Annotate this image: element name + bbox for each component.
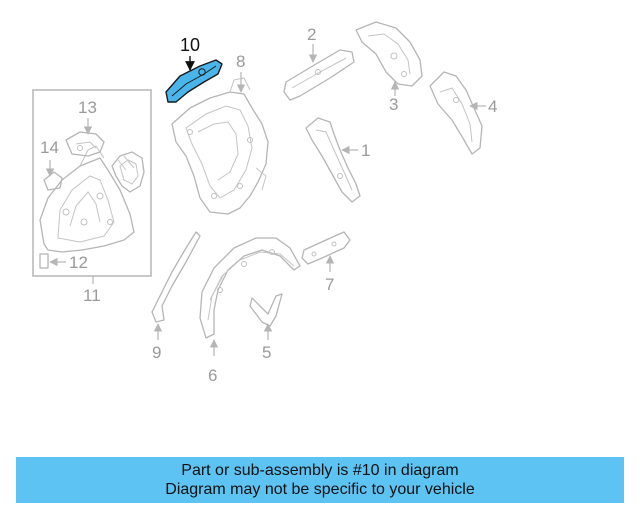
part-1-pillar bbox=[305, 117, 361, 203]
wheel-arch-part bbox=[111, 151, 145, 193]
wheelhouse-assembly-group: 13 14 12 11 bbox=[32, 89, 152, 305]
part-4-panel bbox=[429, 71, 483, 155]
callout-2: 2 bbox=[307, 25, 316, 44]
callout-3: 3 bbox=[389, 95, 398, 114]
callout-7: 7 bbox=[325, 275, 334, 294]
part-7-group: 7 bbox=[301, 231, 351, 294]
part-1-group: 1 bbox=[305, 117, 370, 203]
quarter-inner-panel bbox=[171, 91, 269, 215]
callout-8: 8 bbox=[236, 52, 245, 71]
callout-14: 14 bbox=[40, 138, 59, 157]
part-3-group: 3 bbox=[355, 21, 423, 114]
part-10-shape bbox=[165, 59, 223, 103]
callout-6: 6 bbox=[208, 366, 217, 385]
part-9-strip bbox=[151, 231, 201, 323]
part-6-group: 6 bbox=[199, 237, 301, 385]
callout-9: 9 bbox=[152, 343, 161, 362]
part-13-bracket bbox=[65, 131, 105, 157]
assembly-box bbox=[32, 89, 152, 277]
callout-10: 10 bbox=[180, 35, 200, 55]
part-2-rail bbox=[283, 49, 355, 101]
quarter-inner-panel-group: 8 bbox=[171, 52, 269, 215]
part-14-bracket bbox=[43, 171, 63, 191]
parts-diagram: 13 14 12 11 10 8 2 bbox=[32, 21, 497, 385]
part-6-wheelhouse bbox=[199, 237, 301, 339]
part-5-group: 5 bbox=[249, 293, 283, 362]
callout-13: 13 bbox=[78, 98, 97, 117]
callout-4: 4 bbox=[488, 97, 497, 116]
part-7-bracket bbox=[301, 231, 351, 265]
callout-5: 5 bbox=[262, 343, 271, 362]
part-5-bracket bbox=[249, 293, 283, 327]
info-banner: Part or sub-assembly is #10 in diagram D… bbox=[16, 457, 624, 503]
part-3-extension bbox=[355, 21, 423, 87]
callout-12: 12 bbox=[69, 253, 88, 272]
part-9-group: 9 bbox=[151, 231, 201, 362]
callout-11: 11 bbox=[83, 286, 101, 305]
part-4-group: 4 bbox=[429, 71, 497, 155]
part-12-plate bbox=[39, 253, 49, 269]
part-10-highlighted: 10 bbox=[165, 35, 223, 103]
banner-line-2: Diagram may not be specific to your vehi… bbox=[165, 481, 475, 498]
part-2-group: 2 bbox=[283, 25, 355, 101]
callout-1: 1 bbox=[361, 141, 370, 160]
banner-line-1: Part or sub-assembly is #10 in diagram bbox=[181, 462, 459, 479]
